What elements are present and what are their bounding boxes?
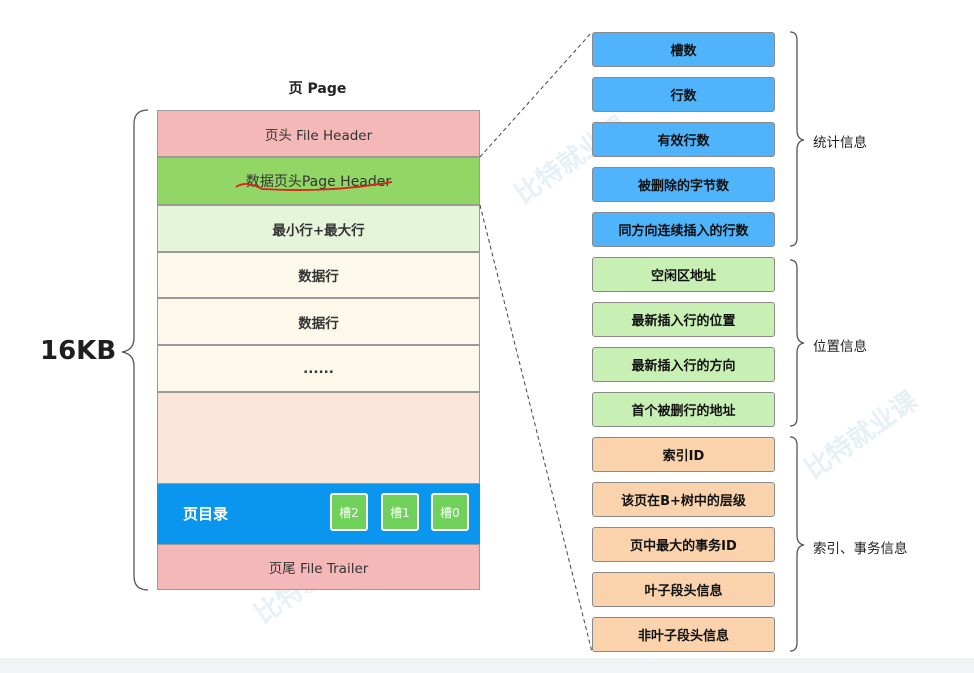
left-brace bbox=[121, 109, 149, 591]
right-brace-index-txn bbox=[789, 436, 805, 652]
stat-item: 同方向连续插入的行数 bbox=[592, 212, 775, 247]
stat-item: 有效行数 bbox=[592, 122, 775, 157]
index-txn-item: 该页在B+树中的层级 bbox=[592, 482, 775, 517]
group-label-position: 位置信息 bbox=[813, 339, 867, 355]
page-header-segment: 数据页头Page Header bbox=[157, 157, 480, 205]
page-directory-segment bbox=[157, 484, 480, 544]
right-brace-stats bbox=[789, 31, 805, 247]
position-item: 空闲区地址 bbox=[592, 257, 775, 292]
size-label: 16KB bbox=[40, 336, 117, 366]
index-txn-item: 非叶子段头信息 bbox=[592, 617, 775, 652]
index-txn-item: 叶子段头信息 bbox=[592, 572, 775, 607]
slot-badge: 槽0 bbox=[431, 493, 469, 531]
stat-item: 槽数 bbox=[592, 32, 775, 67]
index-txn-item: 页中最大的事务ID bbox=[592, 527, 775, 562]
position-item: 最新插入行的方向 bbox=[592, 347, 775, 382]
group-label-index-txn: 索引、事务信息 bbox=[813, 541, 908, 557]
file-trailer-segment: 页尾 File Trailer bbox=[157, 544, 480, 590]
page-directory-label: 页目录 bbox=[183, 505, 229, 523]
stat-item: 被删除的字节数 bbox=[592, 167, 775, 202]
file-header-segment: 页头 File Header bbox=[157, 110, 480, 157]
index-txn-item: 索引ID bbox=[592, 437, 775, 472]
dashed-connector bbox=[479, 204, 593, 653]
data-row-segment: 数据行 bbox=[157, 252, 480, 298]
dashed-connector bbox=[479, 31, 593, 158]
right-brace-position bbox=[789, 259, 805, 427]
stat-item: 行数 bbox=[592, 77, 775, 112]
slot-badge: 槽2 bbox=[330, 493, 368, 531]
infimum-supremum-segment: 最小行+最大行 bbox=[157, 205, 480, 252]
group-label-stats: 统计信息 bbox=[813, 135, 867, 151]
red-underline bbox=[235, 181, 393, 191]
page-title: 页 Page bbox=[288, 81, 347, 97]
ellipsis-segment: ...... bbox=[157, 345, 480, 392]
data-row-segment: 数据行 bbox=[157, 298, 480, 345]
position-item: 首个被删行的地址 bbox=[592, 392, 775, 427]
bottom-bar bbox=[0, 658, 974, 673]
slot-badge: 槽1 bbox=[381, 493, 419, 531]
position-item: 最新插入行的位置 bbox=[592, 302, 775, 337]
free-space-segment bbox=[157, 392, 480, 484]
